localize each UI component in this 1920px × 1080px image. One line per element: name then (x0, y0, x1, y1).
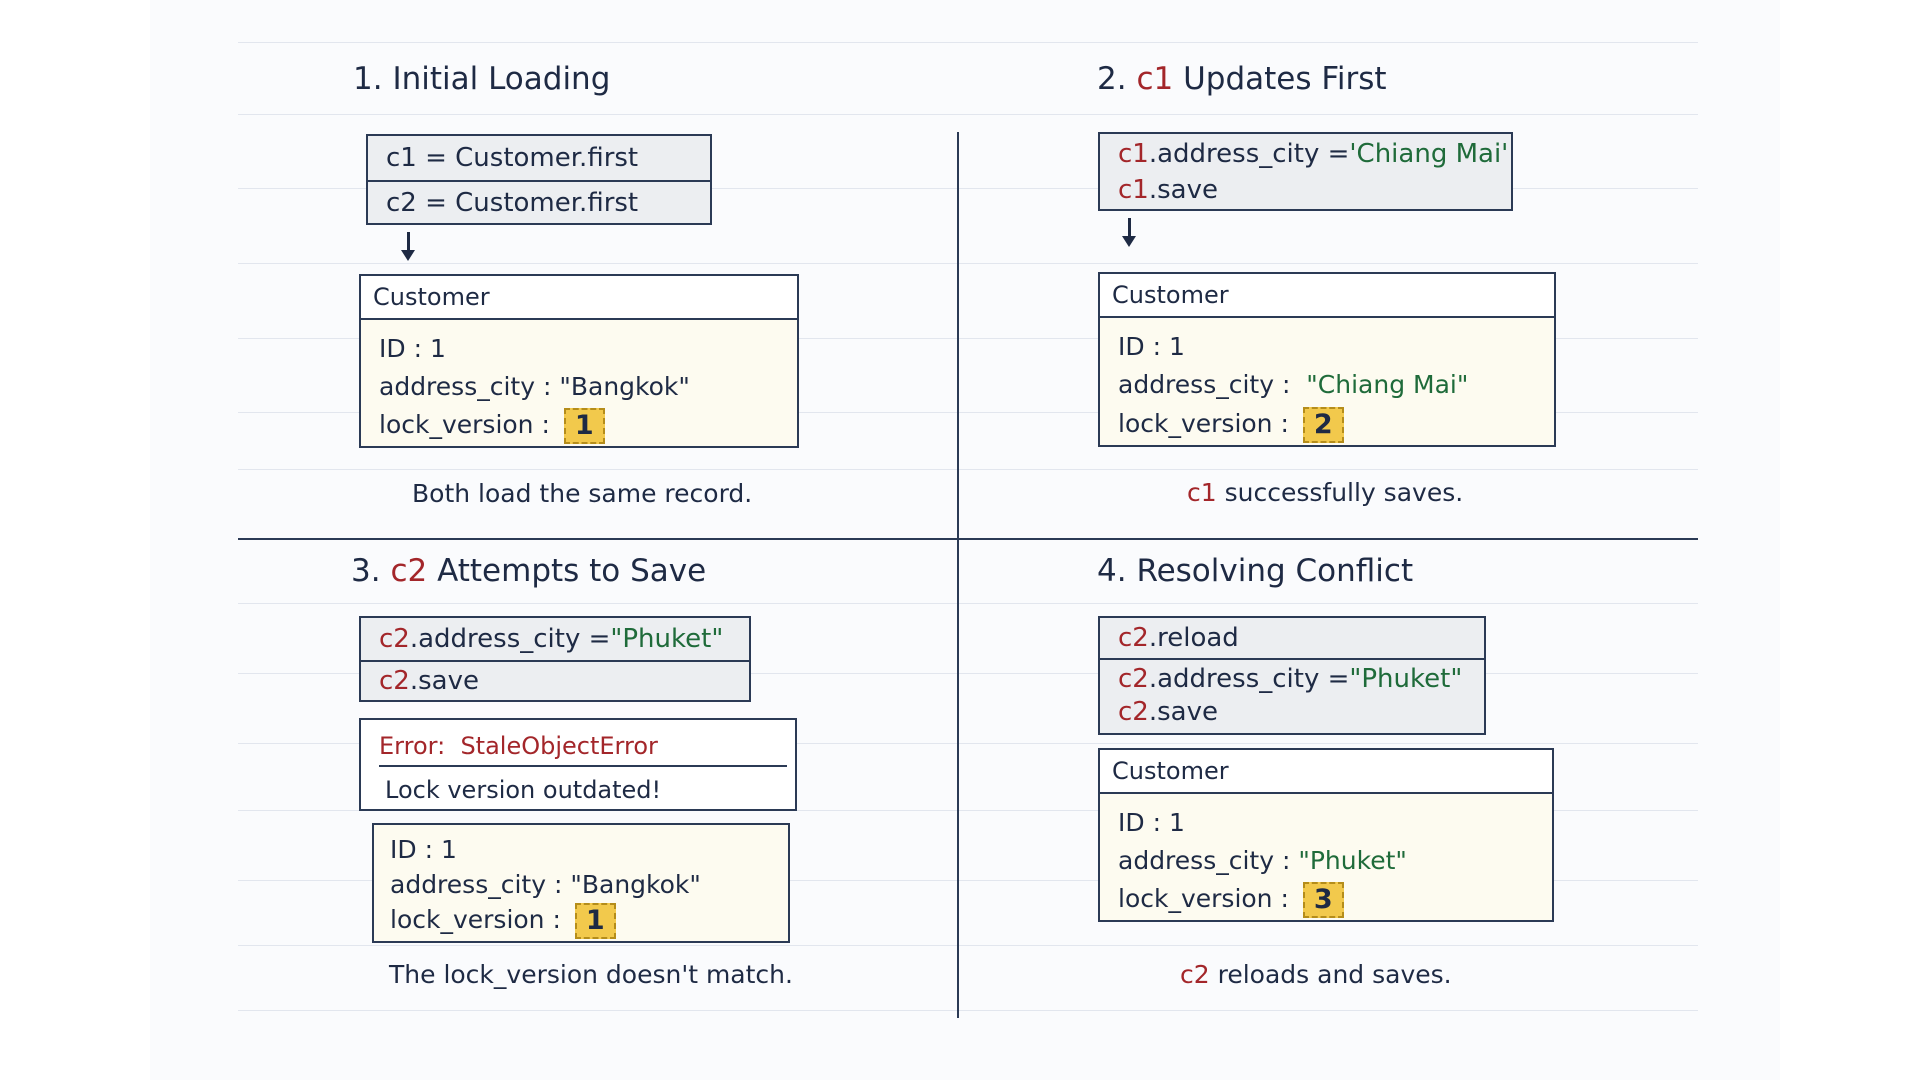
ruled-line (238, 810, 1698, 811)
ruled-line (238, 945, 1698, 946)
entity-id-row: ID : 1 (1118, 808, 1185, 837)
panel-1-code-block: c1 = Customer.first c2 = Customer.first (366, 134, 712, 225)
entity-id-row: ID : 1 (1118, 332, 1185, 361)
panel-3-caption: The lock_version doesn't match. (389, 960, 793, 989)
code-line: c2.address_city = "Phuket" (379, 624, 724, 654)
panel-1-customer-entity: Customer ID : 1 address_city : "Bangkok"… (359, 274, 799, 448)
entity-header: Customer (1100, 750, 1552, 794)
ruled-line (238, 1010, 1698, 1011)
panel-2-title: 2. c1 Updates First (1097, 61, 1387, 97)
code-line: c2 = Customer.first (368, 180, 710, 223)
ruled-line (238, 603, 1698, 604)
record-city-row: address_city : "Bangkok" (390, 870, 701, 899)
ruled-line (238, 42, 1698, 43)
code-line: c1 = Customer.first (386, 143, 639, 173)
stale-object-error-box: Error: StaleObjectError Lock version out… (359, 718, 797, 811)
panel-2-code-block: c1.address_city = 'Chiang Mai' c1.save (1098, 132, 1513, 211)
entity-lock-row: lock_version : 1 (379, 408, 605, 444)
lock-version-badge: 3 (1302, 882, 1344, 918)
ruled-line (238, 412, 1698, 413)
code-line: c1.save (1118, 175, 1218, 205)
panel-3-title: 3. c2 Attempts to Save (351, 553, 707, 589)
code-line: c1.address_city = 'Chiang Mai' (1118, 139, 1509, 169)
record-id-row: ID : 1 (390, 835, 457, 864)
ruled-line (238, 673, 1698, 674)
ruled-line (238, 743, 1698, 744)
quadrant-divider-vertical (957, 132, 959, 1018)
ruled-line (238, 263, 1698, 264)
ruled-line (238, 188, 1698, 189)
entity-lock-row: lock_version : 2 (1118, 407, 1344, 443)
ruled-line (238, 880, 1698, 881)
code-line: c2.save (1118, 697, 1218, 727)
panel-4-customer-entity: Customer ID : 1 address_city : "Phuket" … (1098, 748, 1554, 922)
error-message: Lock version outdated! (385, 776, 662, 804)
error-title: Error: StaleObjectError (379, 732, 658, 760)
panel-2-customer-entity: Customer ID : 1 address_city : "Chiang M… (1098, 272, 1556, 447)
lock-version-badge: 2 (1302, 407, 1344, 443)
ruled-line (238, 338, 1698, 339)
code-line: c2.reload (1118, 623, 1239, 653)
entity-id-row: ID : 1 (379, 334, 446, 363)
entity-header: Customer (361, 276, 797, 320)
lock-version-badge: 1 (563, 408, 605, 444)
panel-1-title: 1. Initial Loading (353, 61, 611, 97)
entity-city-row: address_city : "Phuket" (1118, 846, 1407, 875)
ruled-line (238, 114, 1698, 115)
entity-city-row: address_city : "Bangkok" (379, 372, 690, 401)
ruled-line (238, 469, 1698, 470)
quadrant-divider-horizontal (238, 538, 1698, 540)
panel-4-title: 4. Resolving Conflict (1097, 553, 1414, 589)
code-line: c2.save (361, 660, 749, 700)
panel-1-caption: Both load the same record. (412, 479, 753, 508)
panel-4-caption: c2 reloads and saves. (1180, 960, 1452, 989)
error-underline (379, 765, 787, 767)
down-arrow-icon (401, 232, 415, 262)
code-line: c2.address_city = "Phuket" (1100, 658, 1484, 697)
panel-3-code-block: c2.address_city = "Phuket" c2.save (359, 616, 751, 702)
panel-2-caption: c1 successfully saves. (1187, 478, 1464, 507)
record-lock-row: lock_version : 1 (390, 903, 616, 939)
entity-city-row: address_city : "Chiang Mai" (1118, 370, 1469, 399)
lock-version-badge: 1 (574, 903, 616, 939)
panel-3-stale-record: ID : 1 address_city : "Bangkok" lock_ver… (372, 823, 790, 943)
panel-4-code-block: c2.reload c2.address_city = "Phuket" c2.… (1098, 616, 1486, 735)
entity-header: Customer (1100, 274, 1554, 318)
entity-lock-row: lock_version : 3 (1118, 882, 1344, 918)
down-arrow-icon (1122, 218, 1136, 248)
